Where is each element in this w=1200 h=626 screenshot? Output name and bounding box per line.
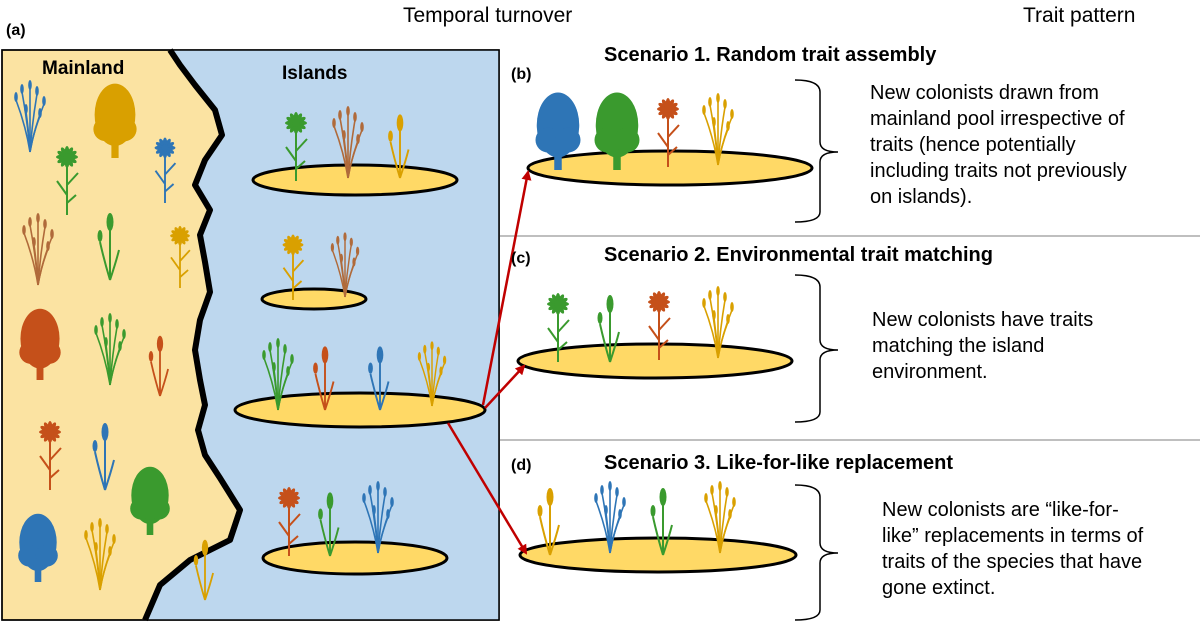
desc-line: mainland pool irrespective of: [870, 108, 1125, 130]
arrow-to-b: [481, 170, 532, 406]
spike-grass-icon: [97, 213, 120, 281]
scenario-2-description: New colonists have traits matching the i…: [872, 307, 1192, 385]
scenario-3-title: Scenario 3. Like-for-like replacement: [604, 452, 954, 474]
desc-line: traits of the species that have: [882, 551, 1143, 573]
spike-grass-icon: [193, 539, 214, 601]
island-3: [233, 391, 487, 429]
brace-b: [794, 79, 839, 223]
desc-line: environment.: [872, 361, 988, 383]
desc-line: like” replacements in terms of: [882, 525, 1144, 547]
scenario-b-island: [526, 149, 814, 187]
scenario-1-description: New colonists drawn from mainland pool i…: [870, 80, 1190, 210]
grass-icon: [22, 213, 54, 286]
grass-icon: [14, 80, 46, 153]
spike-grass-icon: [650, 488, 673, 556]
panel-d-label: (d): [511, 457, 532, 474]
spike-grass-icon: [368, 346, 390, 411]
flower-icon: [170, 225, 191, 288]
flower-icon: [282, 234, 305, 300]
header-temporal: Temporal turnover: [403, 4, 573, 27]
desc-line: on islands).: [870, 186, 973, 208]
grass-icon: [702, 93, 734, 166]
arrow-to-c: [484, 364, 526, 409]
desc-line: New colonists have traits: [872, 309, 1094, 331]
grass-icon: [332, 106, 364, 179]
mainland-label: Mainland: [42, 58, 125, 79]
scenario-2-title: Scenario 2. Environmental trait matching: [604, 244, 993, 266]
plant-icons: [14, 80, 736, 601]
tree-icon: [594, 92, 640, 170]
desc-line: matching the island: [872, 335, 1045, 357]
flower-icon: [547, 293, 570, 362]
grass-icon: [362, 481, 394, 554]
flower-icon: [278, 487, 301, 556]
header-trait: Trait pattern: [1023, 4, 1136, 27]
flower-icon: [648, 291, 671, 360]
island-2: [260, 287, 368, 311]
grass-icon: [262, 338, 294, 411]
islands-label: Islands: [282, 63, 348, 84]
flower-icon: [39, 421, 62, 490]
island-1: [251, 163, 459, 197]
spike-grass-icon: [92, 423, 115, 491]
spike-grass-icon: [537, 488, 560, 556]
flower-icon: [154, 137, 177, 203]
scenario-1-title: Scenario 1. Random trait assembly: [604, 44, 937, 66]
tree-icon: [19, 308, 61, 380]
island-4: [261, 540, 449, 576]
grass-icon: [704, 481, 736, 554]
tree-icon: [18, 513, 58, 582]
coastline: [142, 48, 243, 622]
desc-line: including traits not previously: [870, 160, 1127, 182]
grass-icon: [84, 518, 116, 591]
flower-icon: [657, 98, 680, 167]
scenario-3-description: New colonists are “like-for- like” repla…: [882, 497, 1197, 601]
scenario-c-island: [516, 342, 794, 380]
spike-grass-icon: [388, 114, 410, 179]
grass-icon: [94, 313, 126, 386]
spike-grass-icon: [313, 346, 335, 411]
tree-icon: [93, 83, 137, 158]
brace-c: [794, 274, 839, 423]
spike-grass-icon: [148, 335, 169, 397]
desc-line: traits (hence potentially: [870, 134, 1076, 156]
flower-icon: [285, 112, 308, 181]
desc-line: gone extinct.: [882, 577, 996, 599]
tree-icon: [535, 92, 581, 170]
panel-b-label: (b): [511, 66, 532, 83]
grass-icon: [417, 341, 447, 407]
panel-a-label: (a): [6, 22, 26, 39]
spike-grass-icon: [597, 295, 620, 363]
scenario-d-island: [518, 536, 798, 574]
panel-c-label: (c): [511, 250, 531, 267]
brace-d: [794, 484, 839, 621]
arrow-to-d: [446, 422, 528, 555]
desc-line: New colonists are “like-for-: [882, 499, 1119, 521]
grass-icon: [594, 481, 626, 554]
grass-icon: [330, 232, 360, 298]
desc-line: New colonists drawn from: [870, 82, 1099, 104]
grass-icon: [702, 286, 734, 359]
tree-icon: [130, 466, 170, 535]
spike-grass-icon: [318, 492, 340, 557]
flower-icon: [56, 146, 79, 215]
